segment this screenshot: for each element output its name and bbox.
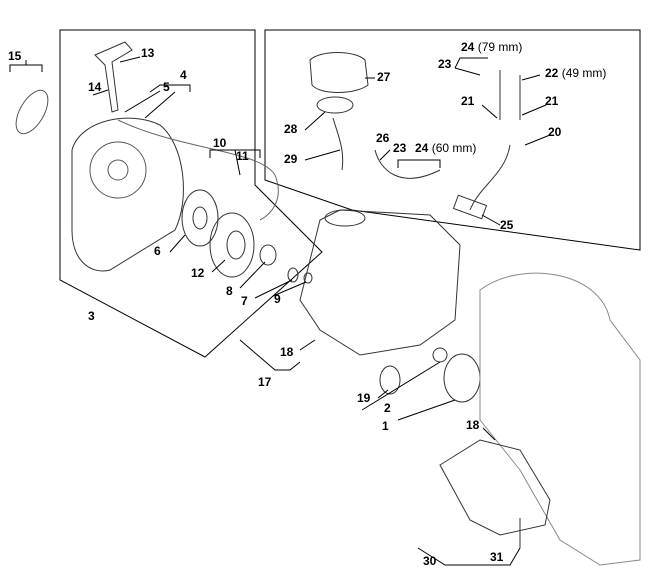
callout-17: 17	[258, 375, 272, 389]
callout-22-49mm: 22 (49 mm)	[545, 67, 606, 79]
tank-bracket	[439, 439, 551, 536]
callout-24-79mm: 24 (79 mm)	[461, 41, 522, 53]
callout-23-bottom: 23	[393, 141, 407, 155]
callout-23-top: 23	[438, 57, 452, 71]
callout-29: 29	[284, 152, 298, 166]
callout-26: 26	[376, 131, 390, 145]
callout-21-left: 21	[461, 94, 475, 108]
callout-24-60mm: 24 (60 mm)	[415, 142, 476, 154]
callout-31: 31	[490, 550, 504, 564]
callout-18-tank: 18	[280, 345, 294, 359]
callout-28: 28	[284, 122, 298, 136]
fuel-tank	[299, 209, 461, 356]
callout-3: 3	[88, 309, 95, 323]
callout-19: 19	[357, 391, 371, 405]
callout-5: 5	[163, 80, 170, 94]
callout-2: 2	[384, 401, 391, 415]
engine	[479, 272, 641, 566]
callout-13: 13	[141, 46, 155, 60]
callout-4: 4	[180, 68, 187, 82]
callout-18-bracket: 18	[466, 418, 480, 432]
callout-25: 25	[500, 218, 514, 232]
length-note: (60 mm)	[431, 141, 477, 155]
callout-15: 15	[8, 49, 22, 63]
callout-number: 24	[415, 141, 429, 155]
callout-12: 12	[191, 266, 205, 280]
callout-1: 1	[382, 419, 389, 433]
callout-27: 27	[377, 70, 391, 84]
callout-21-right: 21	[545, 94, 559, 108]
callout-10: 10	[213, 136, 227, 150]
tank-cap	[309, 52, 369, 93]
callout-number: 24	[461, 40, 475, 54]
tank-cap-group-outline	[264, 29, 641, 251]
callout-20: 20	[548, 125, 562, 139]
callout-9: 9	[274, 292, 281, 306]
length-note: (79 mm)	[477, 40, 523, 54]
length-note: (49 mm)	[561, 66, 607, 80]
callout-14: 14	[88, 80, 102, 94]
callout-30: 30	[423, 554, 437, 568]
starter-group-outline	[59, 29, 323, 358]
cover-plate	[15, 89, 49, 135]
callout-7: 7	[241, 294, 248, 308]
starter-grip	[94, 41, 133, 113]
callout-8: 8	[226, 284, 233, 298]
callout-6: 6	[154, 244, 161, 258]
callout-11: 11	[236, 149, 249, 163]
starter-housing	[71, 117, 184, 272]
callout-number: 22	[545, 66, 559, 80]
